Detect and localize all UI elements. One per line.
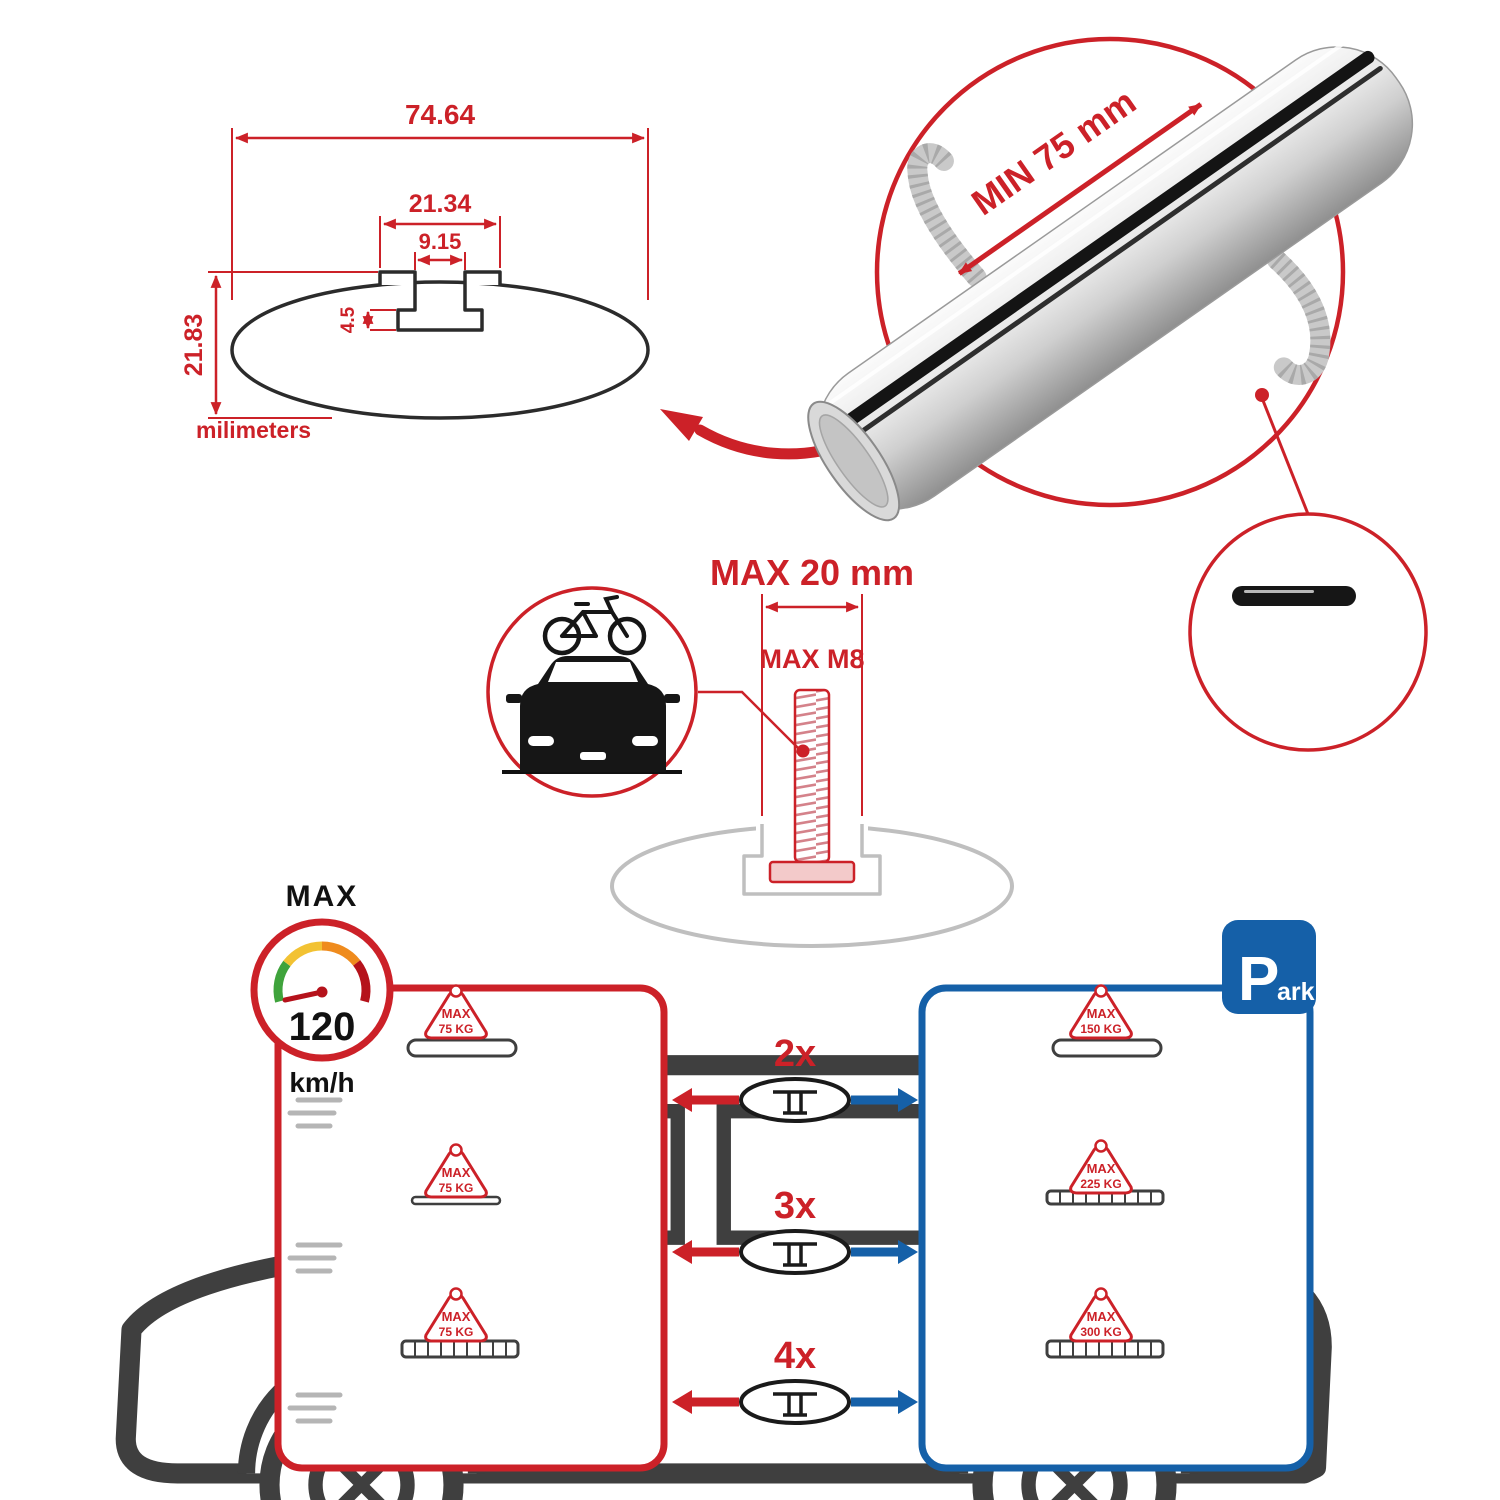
bolt-t-head bbox=[768, 860, 856, 884]
load-sign-title: MAX bbox=[1087, 1309, 1116, 1324]
load-sign-title: MAX bbox=[442, 1165, 471, 1180]
bar-count-row-1: 2x bbox=[672, 1033, 918, 1123]
roof-cargo-box bbox=[1051, 1038, 1163, 1058]
crossbar-profile-icon bbox=[739, 1379, 851, 1425]
cross-section-diagram: 74.64 21.34 9.15 4.5 21.83 milimeters bbox=[180, 99, 650, 443]
load-sign-value: 225 KG bbox=[1080, 1177, 1121, 1191]
bar-count-label: 2x bbox=[774, 1033, 816, 1075]
load-sign-value: 75 KG bbox=[439, 1181, 474, 1195]
parking-sign-rest: ark bbox=[1277, 978, 1315, 1006]
driving-car-row-1: MAX 75 KG bbox=[287, 984, 518, 1129]
roof-basket bbox=[1045, 1339, 1165, 1359]
speed-dashes bbox=[287, 1392, 343, 1424]
speed-dashes bbox=[287, 1097, 343, 1129]
roof-basket bbox=[400, 1339, 520, 1359]
load-sign-value: 75 KG bbox=[439, 1022, 474, 1036]
parking-panel: MAX 150 KG MAX 225 KG bbox=[918, 984, 1314, 1472]
dim-label-lip-depth: 4.5 bbox=[338, 306, 359, 333]
crossbar-profile-icon bbox=[739, 1077, 851, 1123]
parked-car-row-3: MAX 300 KG bbox=[1045, 1287, 1165, 1359]
clamp-strap-left bbox=[907, 143, 987, 288]
parking-sign-board bbox=[1222, 920, 1316, 1014]
load-sign-title: MAX bbox=[1087, 1161, 1116, 1176]
bar-count-label: 3x bbox=[774, 1185, 816, 1227]
dim-label-height: 21.83 bbox=[180, 314, 208, 377]
bar-count-row-2: 3x bbox=[672, 1185, 918, 1275]
profile-ellipse bbox=[230, 280, 650, 420]
driving-car-row-3: MAX 75 KG bbox=[287, 1287, 520, 1424]
bar-count-label: 4x bbox=[774, 1335, 816, 1377]
speed-unit: km/h bbox=[289, 1067, 354, 1098]
roofbox-circle-outline bbox=[1188, 512, 1428, 752]
clamp-callout-dot bbox=[1255, 388, 1269, 402]
car-front-icon bbox=[506, 656, 680, 772]
max-width-label: MAX 20 mm bbox=[710, 552, 914, 593]
profile-t-slot bbox=[378, 270, 502, 332]
load-sign: MAX 75 KG bbox=[424, 1143, 488, 1199]
parking-panel-border bbox=[918, 984, 1314, 1472]
crossbar-profile-icon bbox=[739, 1229, 851, 1275]
windshield bbox=[548, 662, 638, 682]
dim-label-slot-opening: 9.15 bbox=[419, 229, 462, 254]
bar-count-row-3: 4x bbox=[672, 1335, 918, 1425]
dim-label-slot-outer: 21.34 bbox=[409, 190, 472, 218]
parked-car-row-1: MAX 150 KG bbox=[1051, 984, 1163, 1058]
driving-car-row-2: MAX 75 KG bbox=[287, 1143, 502, 1274]
clamp-strap-right bbox=[1266, 249, 1331, 385]
load-sign: MAX 300 KG bbox=[1069, 1287, 1133, 1343]
max-thread-label: MAX M8 bbox=[759, 644, 864, 674]
bolt-callout-dot bbox=[796, 744, 810, 758]
roof-cargo-box bbox=[1232, 586, 1356, 606]
license-plate bbox=[580, 752, 606, 760]
load-sign-title: MAX bbox=[442, 1309, 471, 1324]
gauge-needle bbox=[282, 989, 325, 1003]
bar-detail-circle: MIN 75 mm bbox=[807, 33, 1414, 522]
bicycle-icon bbox=[542, 595, 647, 656]
parked-car-row-2: MAX 225 KG bbox=[1045, 1139, 1165, 1206]
load-sign-title: MAX bbox=[1087, 1006, 1116, 1021]
units-label: milimeters bbox=[196, 417, 311, 443]
bolt-shank bbox=[793, 688, 831, 864]
load-sign-value: 75 KG bbox=[439, 1325, 474, 1339]
gauge-arc bbox=[273, 941, 371, 1003]
speed-value: 120 bbox=[289, 1005, 356, 1049]
load-sign: MAX 75 KG bbox=[424, 1287, 488, 1343]
parking-sign-initial: P bbox=[1238, 945, 1279, 1014]
bolt-diagram: MAX 20 mm MAX M8 bbox=[610, 552, 1014, 948]
load-sign-value: 150 KG bbox=[1080, 1022, 1121, 1036]
load-sign: MAX 225 KG bbox=[1069, 1139, 1133, 1195]
roofbox-car-circle bbox=[124, 512, 1428, 1500]
headlight-left bbox=[528, 736, 554, 746]
speed-dashes bbox=[287, 1242, 343, 1274]
driving-panel-border bbox=[274, 984, 668, 1472]
speed-limit-gauge: MAX 120 km/h bbox=[250, 880, 394, 1098]
load-sign: MAX 75 KG bbox=[424, 984, 488, 1040]
bike-car-circle bbox=[486, 586, 698, 798]
roof-cargo-box bbox=[406, 1038, 518, 1058]
dim-label-outer-width: 74.64 bbox=[405, 99, 475, 130]
load-sign-title: MAX bbox=[442, 1006, 471, 1021]
callout-line bbox=[698, 690, 799, 749]
callout-line bbox=[1260, 397, 1310, 515]
min-span-arrow bbox=[957, 102, 1203, 276]
driving-panel: MAX 75 KG MAX 75 KG bbox=[274, 984, 668, 1472]
parking-sign: P ark bbox=[1222, 920, 1316, 1014]
headlight-right bbox=[632, 736, 658, 746]
bar-count-rows: 2x 3x 4x bbox=[672, 1033, 918, 1425]
speed-max-label: MAX bbox=[286, 880, 359, 913]
load-sign: MAX 150 KG bbox=[1069, 984, 1133, 1040]
load-sign-value: 300 KG bbox=[1080, 1325, 1121, 1339]
pointer-arrowhead bbox=[660, 409, 703, 441]
